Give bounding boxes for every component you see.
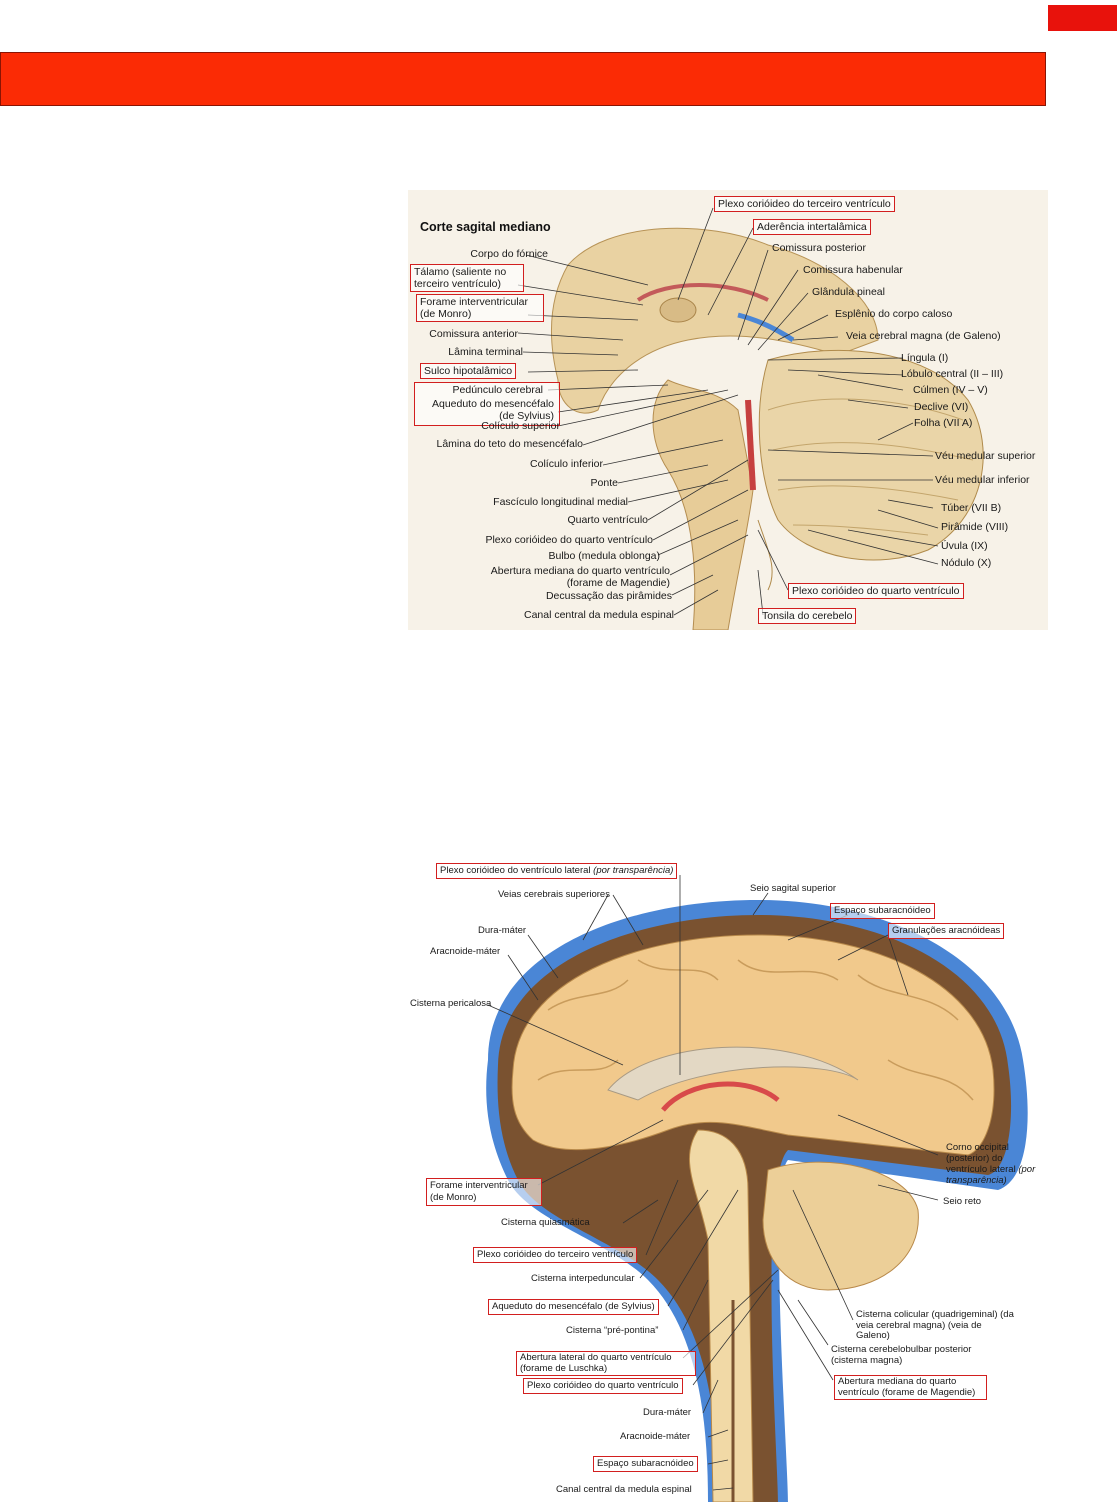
label-decussacao: Decussação das pirâmides <box>545 590 672 602</box>
label-fasciculo: Fascículo longitudinal medial <box>493 496 628 508</box>
label-aderencia: Aderência intertalâmica <box>753 219 871 235</box>
figure-sagittal-section: Corte sagital mediano Corpo do fórnice T… <box>408 190 1048 630</box>
label-plexo-ventriculo-lateral: Plexo corióideo do ventrículo lateral (p… <box>436 863 678 879</box>
label-box-pedunculo-aqueduto <box>414 382 560 426</box>
label-granulacoes: Granulações aracnóideas <box>888 923 1005 939</box>
label-plexo-quarto-left: Plexo corióideo do quarto ventrículo <box>485 534 653 546</box>
label-veu-inferior: Véu medular inferior <box>935 474 1030 486</box>
label-talamo: Tálamo (saliente no terceiro ventrículo) <box>410 264 524 292</box>
label-folha: Folha (VII A) <box>914 417 973 429</box>
label-aqueduto: Aqueduto do mesencéfalo (de Sylvius) <box>431 398 554 422</box>
label-culmen: Cúlmen (IV – V) <box>913 384 988 396</box>
label-abertura-mediana: Abertura mediana do quarto ventrículo (f… <box>490 565 670 589</box>
figure-heading: Corte sagital mediano <box>420 220 551 234</box>
label-comissura-habenular: Comissura habenular <box>803 264 903 276</box>
label-plexo-quarto-ventriculo: Plexo corióideo do quarto ventrículo <box>523 1378 683 1394</box>
label-lamina-teto: Lâmina do teto do mesencéfalo <box>436 438 583 450</box>
label-tuber: Túber (VII B) <box>941 502 1002 514</box>
label-comissura-anterior: Comissura anterior <box>429 328 518 340</box>
label-piramide: Pirâmide (VIII) <box>941 521 1009 533</box>
label-uvula: Úvula (IX) <box>941 540 988 552</box>
label-lamina-terminal: Lâmina terminal <box>448 346 523 358</box>
label-plexo-terceiro-ventriculo: Plexo corióideo do terceiro ventrículo <box>473 1247 638 1263</box>
label-declive: Declive (VI) <box>914 401 969 413</box>
label-glandula-pineal: Glândula pineal <box>812 286 885 298</box>
label-dura-top: Dura-máter <box>478 925 527 936</box>
label-canal-central: Canal central da medula espinal <box>523 609 674 621</box>
label-seio-reto: Seio reto <box>943 1196 982 1207</box>
label-coliculo-inferior: Colículo inferior <box>530 458 603 470</box>
label-seio-sagital: Seio sagital superior <box>750 883 837 894</box>
label-aracnoide-bottom: Aracnoide-máter <box>620 1431 691 1442</box>
header-banner <box>0 52 1046 106</box>
label-veias-cerebrais: Veias cerebrais superiores <box>498 889 610 900</box>
label-cisterna-cerebelobulbar: Cisterna cerebelobulbar posterior (ciste… <box>831 1344 972 1366</box>
label-cisterna-pre-pontina: Cisterna “pré-pontina” <box>566 1325 659 1336</box>
label-plexo-terceiro: Plexo corióideo do terceiro ventrículo <box>714 196 895 212</box>
label-cisterna-quiasmatica: Cisterna quiasmática <box>501 1217 590 1228</box>
figure-csf-circulation: Plexo corióideo do ventrículo lateral (p… <box>408 860 1048 1502</box>
label-canal-central-medula: Canal central da medula espinal <box>556 1484 692 1495</box>
label-cisterna-interpeduncular: Cisterna interpeduncular <box>531 1273 635 1284</box>
label-abertura-lateral: Abertura lateral do quarto ventrículo (f… <box>516 1351 696 1376</box>
label-espaco-subaracnoideo-bottom: Espaço subaracnóideo <box>593 1456 698 1472</box>
label-corpo-fornice: Corpo do fórnice <box>470 248 548 260</box>
label-veu-superior: Véu medular superior <box>935 450 1036 462</box>
label-veia-galeno: Veia cerebral magna (de Galeno) <box>846 330 1001 342</box>
label-pedunculo-cerebral: Pedúnculo cerebral <box>452 384 543 396</box>
corner-tab <box>1048 5 1117 31</box>
csf-illustration <box>486 875 1028 1502</box>
label-comissura-posterior: Comissura posterior <box>772 242 866 254</box>
label-forame-interventricular: Forame interventricular (de Monro) <box>416 294 544 322</box>
label-aracnoide-top: Aracnoide-máter <box>430 946 501 957</box>
label-esplenio: Esplênio do corpo caloso <box>835 308 953 320</box>
label-abertura-mediana-magendie: Abertura mediana do quarto ventrículo (f… <box>834 1375 987 1400</box>
label-dura-bottom: Dura-máter <box>643 1407 692 1418</box>
label-ponte: Ponte <box>590 477 618 489</box>
label-nodulo: Nódulo (X) <box>941 557 992 569</box>
label-forame-monro: Forame interventricular (de Monro) <box>426 1178 542 1206</box>
label-coliculo-superior: Colículo superior <box>481 420 560 432</box>
label-espaco-subaracnoideo-top: Espaço subaracnóideo <box>830 903 935 919</box>
label-aqueduto-sylvius: Aqueduto do mesencéfalo (de Sylvius) <box>488 1299 659 1315</box>
label-bulbo: Bulbo (medula oblonga) <box>548 550 661 562</box>
label-cisterna-pericalosa: Cisterna pericalosa <box>410 998 492 1009</box>
label-quarto-ventriculo: Quarto ventrículo <box>567 514 648 526</box>
label-plexo-quarto-right: Plexo corióideo do quarto ventrículo <box>788 583 964 599</box>
label-cisterna-colicular: Cisterna colicular (quadrigeminal) (da v… <box>856 1309 1014 1341</box>
label-tonsila: Tonsila do cerebelo <box>758 608 857 624</box>
sagittal-illustration <box>517 207 984 630</box>
label-corno-occipital: Corno occipital (posterior) do ventrícul… <box>946 1142 1036 1186</box>
label-sulco-hipotalamico: Sulco hipotalâmico <box>420 363 517 379</box>
label-lobulo-central: Lóbulo central (II – III) <box>901 368 1004 380</box>
label-lingula: Língula (I) <box>901 352 949 364</box>
